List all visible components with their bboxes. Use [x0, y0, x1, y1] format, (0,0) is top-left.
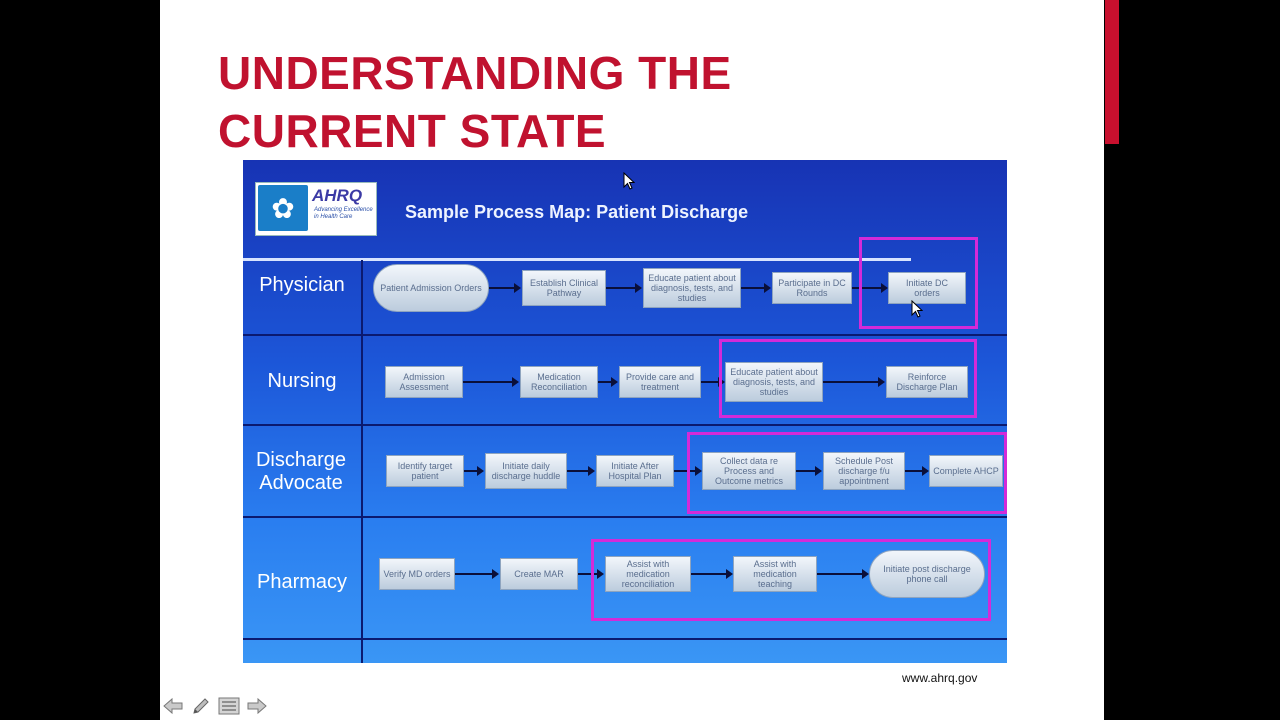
arrow-right-icon [247, 697, 267, 715]
lane-label-pharmacy: Pharmacy [256, 571, 348, 593]
process-step: Patient Admission Orders [373, 264, 489, 312]
lane-divider-vertical [361, 260, 363, 663]
accent-bar [1105, 0, 1119, 144]
lane-label-nursing: Nursing [267, 370, 337, 392]
flow-arrow [823, 377, 885, 387]
flow-arrow [852, 283, 888, 293]
slide-menu-button[interactable] [218, 695, 240, 717]
process-step: Medication Reconciliation [520, 366, 598, 398]
process-step: Educate patient about diagnosis, tests, … [725, 362, 823, 402]
slide-title-line-2: CURRENT STATE [218, 105, 607, 157]
flow-arrow [691, 569, 733, 579]
flow-arrow [489, 283, 521, 293]
lane-divider [243, 424, 1007, 426]
process-step: Initiate daily discharge huddle [485, 453, 567, 489]
prev-slide-button[interactable] [162, 695, 184, 717]
pen-tool-button[interactable] [190, 695, 212, 717]
flow-arrow [741, 283, 771, 293]
highlight-box [591, 539, 991, 621]
process-map-title: Sample Process Map: Patient Discharge [405, 202, 749, 222]
process-step: Participate in DC Rounds [772, 272, 852, 304]
ahrq-logo: ✿ AHRQ Advancing Excellence in Health Ca… [255, 182, 377, 236]
process-step: Initiate post discharge phone call [869, 550, 985, 598]
highlight-box [859, 237, 978, 329]
highlight-box [687, 432, 1007, 514]
flow-arrow [578, 569, 604, 579]
process-map-image: ✿ AHRQ Advancing Excellence in Health Ca… [243, 160, 1007, 663]
pen-icon [193, 698, 209, 714]
process-step: Assist with medication teaching [733, 556, 817, 592]
arrow-left-icon [163, 697, 183, 715]
flow-arrow [817, 569, 869, 579]
process-step: Provide care and treatment [619, 366, 701, 398]
ahrq-logo-tagline: Advancing Excellence in Health Care [314, 207, 373, 220]
flow-arrow [567, 466, 595, 476]
mouse-pointer-icon [623, 172, 635, 190]
slide-title: UNDERSTANDING THE CURRENT STATE [218, 44, 732, 160]
hhs-eagle-icon: ✿ [258, 185, 308, 231]
process-step: Initiate After Hospital Plan [596, 455, 674, 487]
process-step: Educate patient about diagnosis, tests, … [643, 268, 741, 308]
flow-arrow [606, 283, 642, 293]
process-step: Initiate DC orders [888, 272, 966, 304]
lane-label-physician: Physician [259, 274, 345, 296]
next-slide-button[interactable] [246, 695, 268, 717]
process-step: Assist with medication reconciliation [605, 556, 691, 592]
process-step: Complete AHCP [929, 455, 1003, 487]
process-step: Identify target patient [386, 455, 464, 487]
process-step: Reinforce Discharge Plan [886, 366, 968, 398]
flow-arrow [464, 466, 484, 476]
process-step: Establish Clinical Pathway [522, 270, 606, 306]
slide: UNDERSTANDING THE CURRENT STATE ✿ AHRQ A… [160, 0, 1104, 720]
mouse-pointer-icon [911, 300, 923, 318]
ahrq-logo-text: AHRQ [312, 186, 363, 205]
process-step: Verify MD orders [379, 558, 455, 590]
lane-divider [243, 334, 1007, 336]
title-rule [243, 258, 911, 261]
slide-title-line-1: UNDERSTANDING THE [218, 47, 732, 99]
lane-divider [243, 638, 1007, 640]
source-url[interactable]: www.ahrq.gov [902, 671, 978, 685]
flow-arrow [905, 466, 929, 476]
process-step: Admission Assessment [385, 366, 463, 398]
process-step: Create MAR [500, 558, 578, 590]
lane-label-discharge-advocate: Discharge Advocate [255, 449, 347, 494]
slide-navigation [162, 694, 268, 718]
flow-arrow [598, 377, 618, 387]
highlight-box [719, 339, 977, 418]
process-step: Schedule Post discharge f/u appointment [823, 452, 905, 490]
flow-arrow [463, 377, 519, 387]
flow-arrow [796, 466, 822, 476]
lane-divider [243, 516, 1007, 518]
flow-arrow [455, 569, 499, 579]
menu-icon [218, 697, 240, 715]
process-step: Collect data re Process and Outcome metr… [702, 452, 796, 490]
